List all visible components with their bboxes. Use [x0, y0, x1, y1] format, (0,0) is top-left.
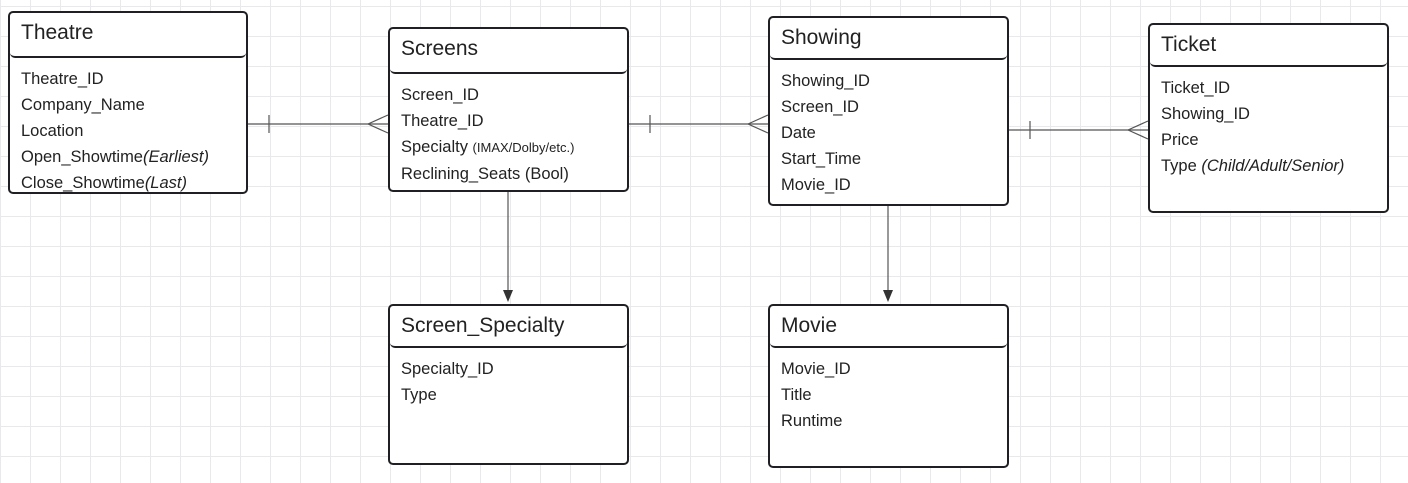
field-name: Runtime: [781, 412, 843, 430]
field-name: Date: [781, 124, 816, 142]
entity-movie[interactable]: Movie Movie_ID Title Runtime: [768, 304, 1009, 468]
field-row: Open_Showtime(Earliest): [21, 144, 246, 170]
field-row: Ticket_ID: [1161, 75, 1387, 101]
field-note: (Child/Adult/Senior): [1201, 157, 1345, 175]
field-row: Company_Name: [21, 92, 246, 118]
crowfoot-marker: [1127, 120, 1149, 131]
field-name: Location: [21, 122, 84, 140]
field-name: Price: [1161, 131, 1199, 149]
field-row: Date: [781, 120, 1007, 146]
field-row: Type (Child/Adult/Senior): [1161, 153, 1387, 179]
field-row: Screen_ID: [781, 94, 1007, 120]
field-row: Location: [21, 118, 246, 144]
crowfoot-marker: [1127, 129, 1149, 140]
field-row: Runtime: [781, 408, 1007, 434]
field-name: Type: [401, 386, 437, 404]
field-row: Screen_ID: [401, 82, 627, 108]
field-name: Movie_ID: [781, 176, 851, 194]
crowfoot-marker: [367, 114, 389, 125]
entity-showing[interactable]: Showing Showing_ID Screen_ID Date Start_…: [768, 16, 1009, 206]
entity-title: Showing: [770, 18, 1007, 60]
entity-title: Ticket: [1150, 25, 1387, 67]
field-name: Movie_ID: [781, 360, 851, 378]
entity-ticket[interactable]: Ticket Ticket_ID Showing_ID Price Type (…: [1148, 23, 1389, 213]
entity-screen-specialty[interactable]: Screen_Specialty Specialty_ID Type: [388, 304, 629, 465]
field-row: Theatre_ID: [21, 66, 246, 92]
field-row: Type: [401, 382, 627, 408]
field-name: Theatre_ID: [21, 70, 104, 88]
field-list: Showing_ID Screen_ID Date Start_Time Mov…: [770, 60, 1007, 198]
field-row: Specialty (IMAX/Dolby/etc.): [401, 134, 627, 161]
field-name: Start_Time: [781, 150, 862, 168]
field-name: Reclining_Seats (Bool): [401, 165, 569, 183]
field-name: Showing_ID: [1161, 105, 1250, 123]
field-row: Specialty_ID: [401, 356, 627, 382]
field-name: Theatre_ID: [401, 112, 484, 130]
field-row: Showing_ID: [1161, 101, 1387, 127]
field-row: Theatre_ID: [401, 108, 627, 134]
field-name: Screen_ID: [401, 86, 479, 104]
field-name: Close_Showtime: [21, 174, 145, 192]
entity-title: Movie: [770, 306, 1007, 348]
field-list: Specialty_ID Type: [390, 348, 627, 408]
field-name: Ticket_ID: [1161, 79, 1231, 97]
entity-theatre[interactable]: Theatre Theatre_ID Company_Name Location…: [8, 11, 248, 194]
field-name: Open_Showtime: [21, 148, 143, 166]
field-name: Showing_ID: [781, 72, 870, 90]
crowfoot-marker: [747, 123, 769, 134]
arrowhead-marker: [503, 290, 513, 302]
field-list: Movie_ID Title Runtime: [770, 348, 1007, 434]
field-note: (IMAX/Dolby/etc.): [472, 140, 575, 155]
entity-title: Theatre: [10, 13, 246, 58]
field-name: Company_Name: [21, 96, 145, 114]
field-list: Ticket_ID Showing_ID Price Type (Child/A…: [1150, 67, 1387, 179]
entity-screens[interactable]: Screens Screen_ID Theatre_ID Specialty (…: [388, 27, 629, 192]
field-name: Specialty_ID: [401, 360, 494, 378]
field-row: Close_Showtime(Last): [21, 170, 246, 192]
field-note: (Earliest): [143, 148, 210, 166]
field-name: Screen_ID: [781, 98, 859, 116]
crowfoot-marker: [747, 114, 769, 125]
field-row: Price: [1161, 127, 1387, 153]
field-row: Movie_ID: [781, 172, 1007, 198]
entity-title: Screen_Specialty: [390, 306, 627, 348]
field-row: Title: [781, 382, 1007, 408]
field-row: Reclining_Seats (Bool): [401, 161, 627, 187]
field-row: Start_Time: [781, 146, 1007, 172]
field-name: Title: [781, 386, 812, 404]
entity-title: Screens: [390, 29, 627, 74]
field-list: Screen_ID Theatre_ID Specialty (IMAX/Dol…: [390, 74, 627, 187]
field-row: Movie_ID: [781, 356, 1007, 382]
arrowhead-marker: [883, 290, 893, 302]
field-row: Showing_ID: [781, 68, 1007, 94]
field-note: (Last): [144, 174, 187, 192]
field-list: Theatre_ID Company_Name Location Open_Sh…: [10, 58, 246, 192]
field-name: Type: [1161, 157, 1202, 175]
field-name: Specialty: [401, 138, 473, 156]
crowfoot-marker: [367, 123, 389, 134]
